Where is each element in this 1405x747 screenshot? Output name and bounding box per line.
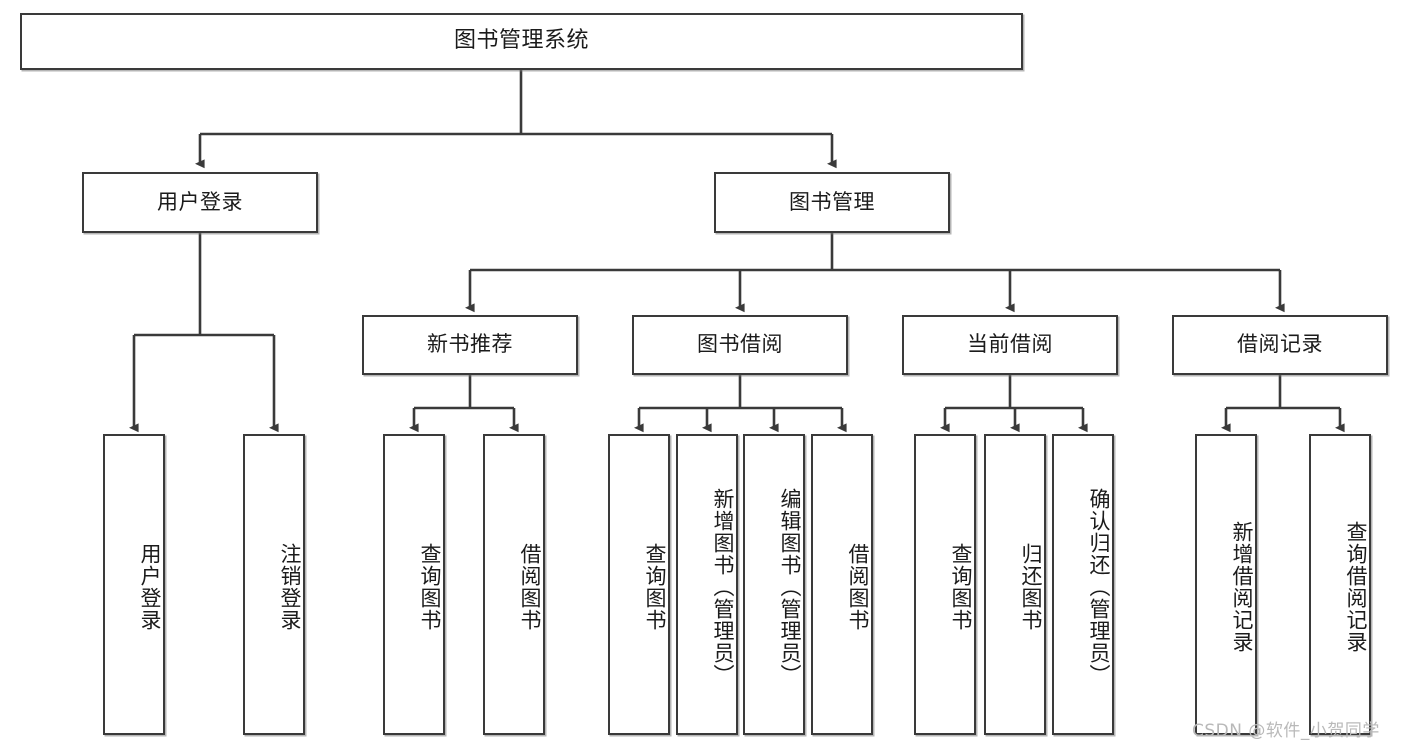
- leaf-label: 新增借阅记录: [1230, 520, 1254, 653]
- node-borrow-record[interactable]: 借阅记录: [1172, 315, 1388, 375]
- leaf-book-borrow-query-book[interactable]: 查询图书: [608, 434, 670, 735]
- leaf-label: 用户登录: [138, 542, 162, 631]
- node-book-management[interactable]: 图书管理: [714, 172, 950, 233]
- node-book-borrow-label: 图书借阅: [697, 332, 783, 357]
- leaf-current-borrow-query-book[interactable]: 查询图书: [914, 434, 976, 735]
- leaf-borrow-record-add-record[interactable]: 新增借阅记录: [1195, 434, 1257, 735]
- node-book-borrow[interactable]: 图书借阅: [632, 315, 848, 375]
- leaf-label: 查询图书: [949, 542, 973, 631]
- leaf-borrow-record-query-record[interactable]: 查询借阅记录: [1309, 434, 1371, 735]
- leaf-book-borrow-edit-book-admin[interactable]: 编辑图书（管理员）: [743, 434, 805, 735]
- node-current-borrow-label: 当前借阅: [967, 332, 1053, 357]
- node-current-borrow[interactable]: 当前借阅: [902, 315, 1118, 375]
- leaf-current-borrow-return-book[interactable]: 归还图书: [984, 434, 1046, 735]
- node-new-book-recommend-label: 新书推荐: [427, 332, 513, 357]
- leaf-label: 归还图书: [1019, 542, 1043, 631]
- node-user-login-label: 用户登录: [157, 189, 243, 214]
- leaf-label: 查询图书: [418, 542, 442, 631]
- node-new-book-recommend[interactable]: 新书推荐: [362, 315, 578, 375]
- leaf-book-borrow-add-book-admin[interactable]: 新增图书（管理员）: [676, 434, 738, 735]
- leaf-label: 编辑图书（管理员）: [778, 487, 802, 686]
- leaf-label: 确认归还（管理员）: [1087, 487, 1111, 686]
- leaf-label: 新增图书（管理员）: [711, 487, 735, 686]
- node-root[interactable]: 图书管理系统: [20, 13, 1023, 70]
- leaf-user-login-logout[interactable]: 注销登录: [243, 434, 305, 735]
- node-user-login[interactable]: 用户登录: [82, 172, 318, 233]
- leaf-label: 查询借阅记录: [1344, 520, 1368, 653]
- leaf-book-borrow-borrow-book[interactable]: 借阅图书: [811, 434, 873, 735]
- leaf-label: 借阅图书: [846, 542, 870, 631]
- leaf-new-book-query-book[interactable]: 查询图书: [383, 434, 445, 735]
- csdn-watermark: CSDN @软件_小贺同学: [1192, 721, 1380, 741]
- node-book-management-label: 图书管理: [789, 189, 875, 214]
- node-root-label: 图书管理系统: [453, 28, 589, 54]
- leaf-current-borrow-confirm-return-admin[interactable]: 确认归还（管理员）: [1052, 434, 1114, 735]
- leaf-new-book-borrow-book[interactable]: 借阅图书: [483, 434, 545, 735]
- leaf-label: 注销登录: [278, 542, 302, 631]
- node-borrow-record-label: 借阅记录: [1237, 332, 1323, 357]
- leaf-label: 借阅图书: [518, 542, 542, 631]
- leaf-label: 查询图书: [643, 542, 667, 631]
- leaf-user-login-login[interactable]: 用户登录: [103, 434, 165, 735]
